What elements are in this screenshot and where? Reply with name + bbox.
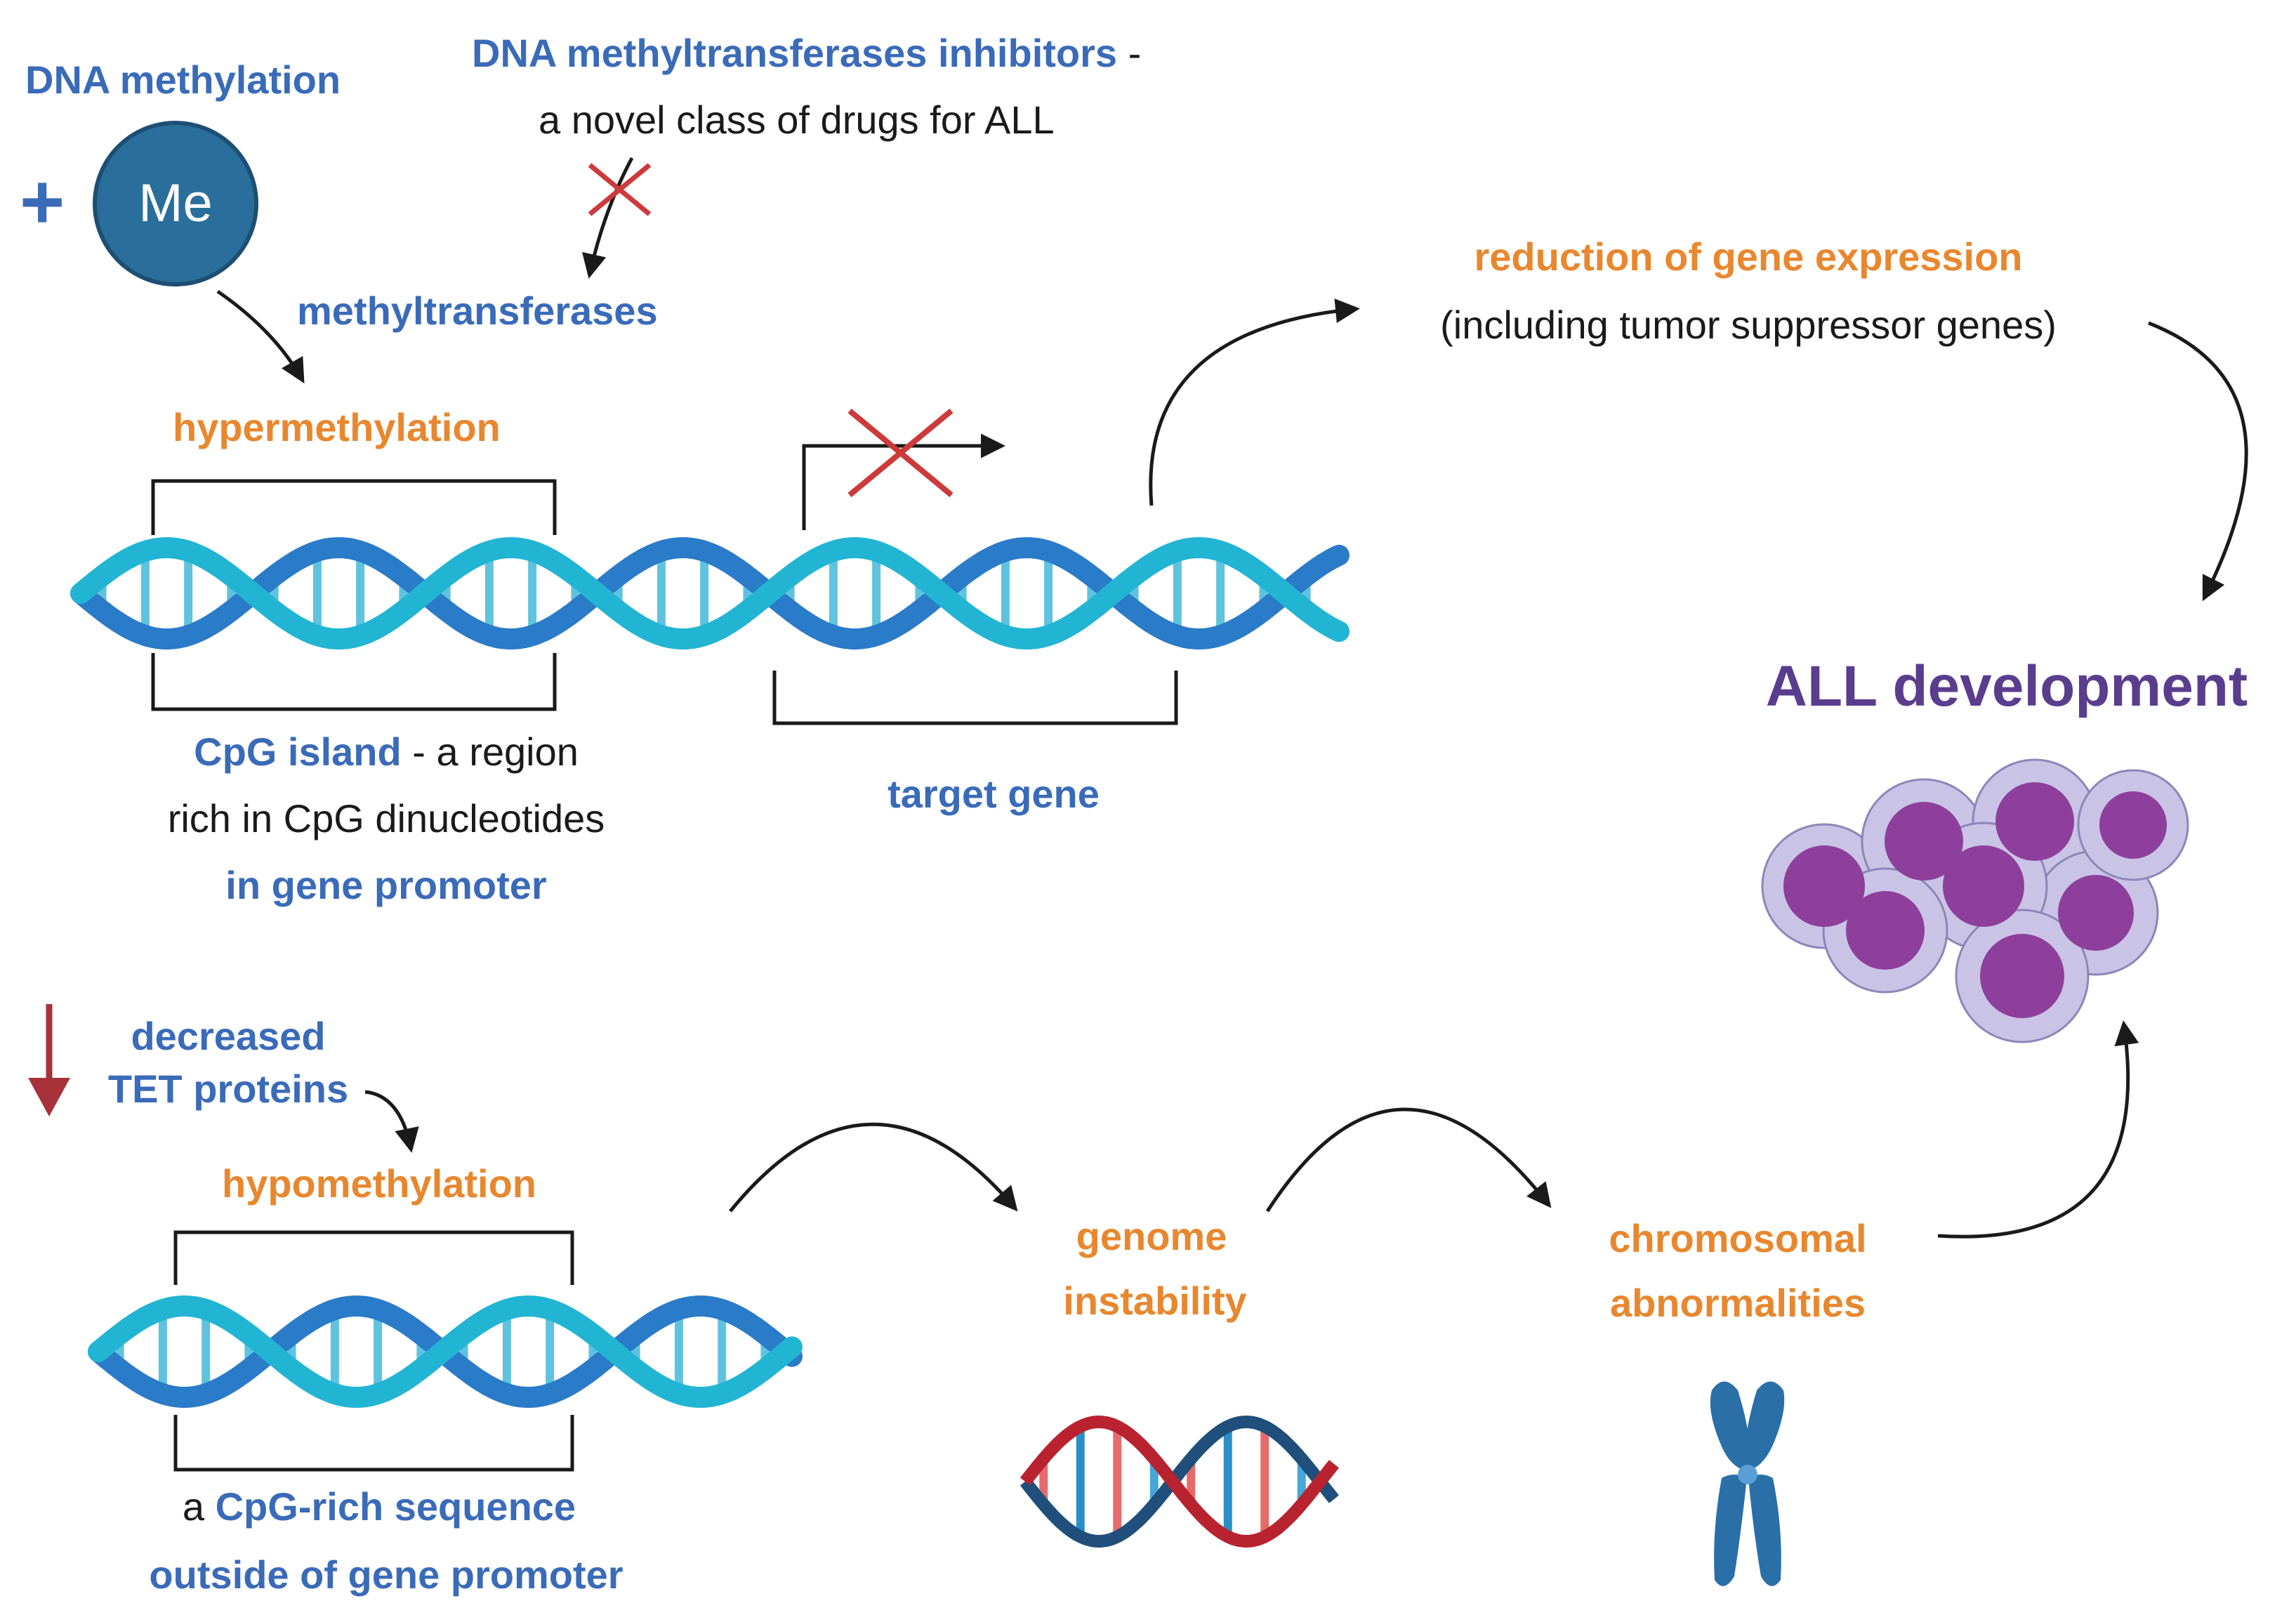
hypermethylation-label: hypermethylation <box>173 405 501 449</box>
outside-promoter-label: outside of gene promoter <box>149 1552 623 1597</box>
arrow-reduction-to-all <box>2148 321 2248 602</box>
arrow-genome-to-chromosomal <box>1265 1107 1552 1213</box>
genome-instability-line1: genome <box>1076 1214 1227 1258</box>
methyl-group-icon: Me <box>93 121 258 286</box>
chromosomal-line2: abnormalities <box>1610 1281 1866 1325</box>
novel-class-label: a novel class of drugs for ALL <box>539 98 1055 142</box>
cell-nucleus <box>1885 802 1963 881</box>
genome-instability-line2: instability <box>1063 1279 1246 1323</box>
dna-icon <box>1020 1415 1339 1548</box>
cpg-island-bracket-top <box>151 479 557 535</box>
target-gene-label: target gene <box>888 772 1100 816</box>
dna-helix-bottom <box>88 1295 803 1409</box>
leukemia-cells-icon <box>1761 758 2189 1043</box>
methyl-group-label: Me <box>138 173 213 233</box>
methyltransferases-label: methyltransferases <box>297 289 658 333</box>
plus-icon: + <box>20 159 65 245</box>
dna-helix-top <box>70 536 1350 650</box>
down-arrow-icon <box>28 1004 70 1116</box>
cpg-rich-bracket-bottom <box>173 1415 574 1472</box>
chromosome-icon <box>1710 1381 1785 1586</box>
tet-proteins-label: TET proteins <box>108 1067 348 1111</box>
cell-nucleus <box>1943 845 2024 927</box>
arrow-chromosomal-to-all <box>1937 1020 2139 1239</box>
x-cross-icon <box>588 163 652 216</box>
target-gene-bracket <box>772 671 1178 725</box>
cell-nucleus <box>1846 891 1925 970</box>
cell-nucleus <box>1995 782 2074 861</box>
cell-nucleus <box>2058 875 2134 951</box>
cell-nucleus <box>1980 934 2064 1018</box>
dnmt-inhibitors-label: DNA methyltransferases inhibitors - <box>472 31 1141 75</box>
reduction-sublabel: (including tumor suppressor genes) <box>1440 303 2057 347</box>
hypomethylation-label: hypomethylation <box>222 1161 536 1206</box>
cell-nucleus <box>1783 845 1865 927</box>
cpg-rich-bracket-top <box>173 1230 574 1285</box>
cpg-island-bracket-bottom <box>151 653 557 711</box>
arrow-inhibitors-to-methyltransferases <box>581 157 634 279</box>
dna-methylation-label: DNA methylation <box>25 58 341 102</box>
arrow-tet-to-hypomethylation <box>364 1090 419 1153</box>
all-development-label: ALL development <box>1766 654 2248 718</box>
arrow-hypo-to-genome <box>729 1122 1018 1213</box>
cpg-island-line2: rich in CpG dinucleotides <box>168 796 605 840</box>
arrow-me-to-dna <box>216 289 305 384</box>
reduction-label: reduction of gene expression <box>1474 235 2022 279</box>
chromosomal-line1: chromosomal <box>1609 1216 1866 1260</box>
cpg-rich-label: a CpG-rich sequence <box>183 1484 576 1529</box>
x-cross-icon <box>847 408 954 498</box>
arrow-dna-to-reduction <box>1149 298 1360 506</box>
transcription-start-arrow <box>802 433 1005 530</box>
cpg-island-label: CpG island - a region <box>194 730 579 774</box>
decreased-label: decreased <box>131 1014 325 1058</box>
cell-nucleus <box>2099 791 2167 859</box>
cpg-island-line3: in gene promoter <box>225 863 546 907</box>
